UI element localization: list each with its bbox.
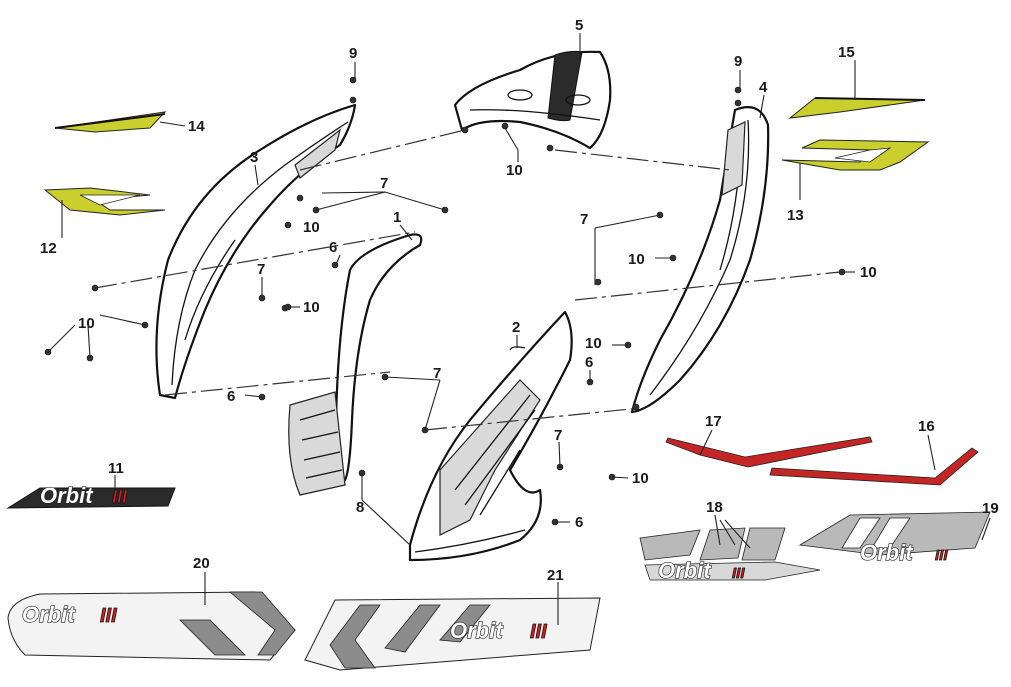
decal-19: Orbit III [798,511,991,566]
callout-numbers: 5 9 9 4 15 14 3 7 10 13 10 1 12 7 6 10 1… [40,17,999,584]
callout-7-left: 7 [257,261,265,278]
part-4-right-side-cover [630,106,770,414]
callout-19: 19 [982,500,999,517]
decal-15 [788,97,926,119]
callout-6-right: 6 [585,354,593,371]
logo-text-19: Orbit [860,540,914,565]
callout-20: 20 [193,555,210,572]
callout-18: 18 [706,499,723,516]
part-3-left-side-cover [155,103,357,400]
callout-9-right: 9 [734,53,742,70]
logo-text-11: Orbit [40,483,94,508]
decal-14 [54,111,167,133]
callout-7-right: 7 [580,211,588,228]
callout-8: 8 [356,499,364,516]
callout-10-left-mid: 10 [303,299,320,316]
assembly-lines [94,129,841,431]
leader-lines [47,33,991,625]
callout-10-left-upper: 10 [303,219,320,236]
logo-text-20: Orbit [22,602,76,627]
callout-15: 15 [838,44,855,61]
callout-3: 3 [250,149,258,166]
logo-mark-19: III [935,547,948,564]
callout-10-left: 10 [78,315,95,332]
callout-7-top: 7 [380,175,388,192]
callout-16: 16 [918,418,935,435]
callout-17: 17 [705,413,722,430]
logo-mark-20: III [100,605,117,627]
stripe-17 [665,436,873,468]
callout-14: 14 [188,118,205,135]
callout-10-right-low: 10 [585,335,602,352]
callout-10-far-right: 10 [860,264,877,281]
callout-12: 12 [40,240,57,257]
callout-7-mid: 7 [433,365,441,382]
logo-mark-18: III [732,565,745,582]
logo-text-18: Orbit [658,558,712,583]
callout-6-bottom: 6 [575,514,583,531]
callout-9-left: 9 [349,45,357,62]
decal-20: Orbit III [7,591,296,661]
part-2-right-inner-panel [408,310,573,562]
callout-5: 5 [575,17,583,34]
callout-2: 2 [512,319,520,336]
stripe-16 [769,447,979,486]
callout-6-top: 6 [329,239,337,256]
callout-10-bottom: 10 [632,470,649,487]
callout-4: 4 [759,79,768,96]
part-5-tail-cover [453,50,612,150]
callout-7-low: 7 [554,427,562,444]
decal-13 [781,139,930,171]
logo-mark-11: III [112,487,128,507]
decal-12 [43,187,166,216]
callout-10-right-mid: 10 [628,251,645,268]
callout-21: 21 [547,567,564,584]
callout-13: 13 [787,207,804,224]
callout-1: 1 [393,209,401,226]
callout-11: 11 [108,460,124,477]
callout-6-left: 6 [227,388,235,405]
callout-10-top: 10 [506,162,523,179]
logo-mark-21: III [530,621,547,643]
decal-21: Orbit III [304,597,601,671]
part-1-left-inner-panel [288,233,423,496]
decal-11-logo: Orbit III [6,482,176,509]
logo-text-21: Orbit [450,618,504,643]
